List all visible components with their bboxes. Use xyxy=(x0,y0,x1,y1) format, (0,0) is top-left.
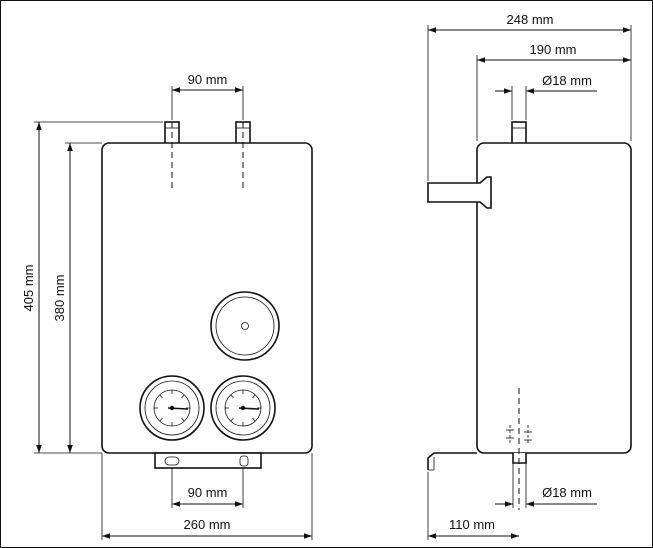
side-top-pipe xyxy=(511,121,527,145)
dim-bracket-depth: 110 mm xyxy=(449,517,495,532)
dim-width: 260 mm xyxy=(184,517,231,532)
dim-body-height: 380 mm xyxy=(52,275,67,322)
dim-top-pipe-diameter: Ø18 mm xyxy=(542,73,592,88)
dim-body-depth: 190 mm xyxy=(530,42,577,57)
dim-bottom-pipe-spacing: 90 mm xyxy=(188,485,228,500)
thermometer-gauge xyxy=(139,375,205,441)
heater-body-side xyxy=(476,142,632,454)
dim-top-pipe-spacing: 90 mm xyxy=(188,72,228,87)
mounting-bracket xyxy=(154,452,262,469)
heater-body-front xyxy=(101,142,313,454)
dim-bottom-pipe-diameter: Ø18 mm xyxy=(542,485,592,500)
side-view: 248 mm 190 mm Ø18 mm Ø18 mm 110 mm xyxy=(427,12,632,540)
pressure-gauge xyxy=(210,375,276,441)
round-control-knob xyxy=(210,291,280,361)
side-wall-hook xyxy=(427,176,492,209)
front-view: 90 mm 90 mm 260 mm 405 mm 380 mm xyxy=(21,72,313,540)
dim-total-height: 405 mm xyxy=(21,265,36,312)
dim-total-depth: 248 mm xyxy=(507,12,554,27)
